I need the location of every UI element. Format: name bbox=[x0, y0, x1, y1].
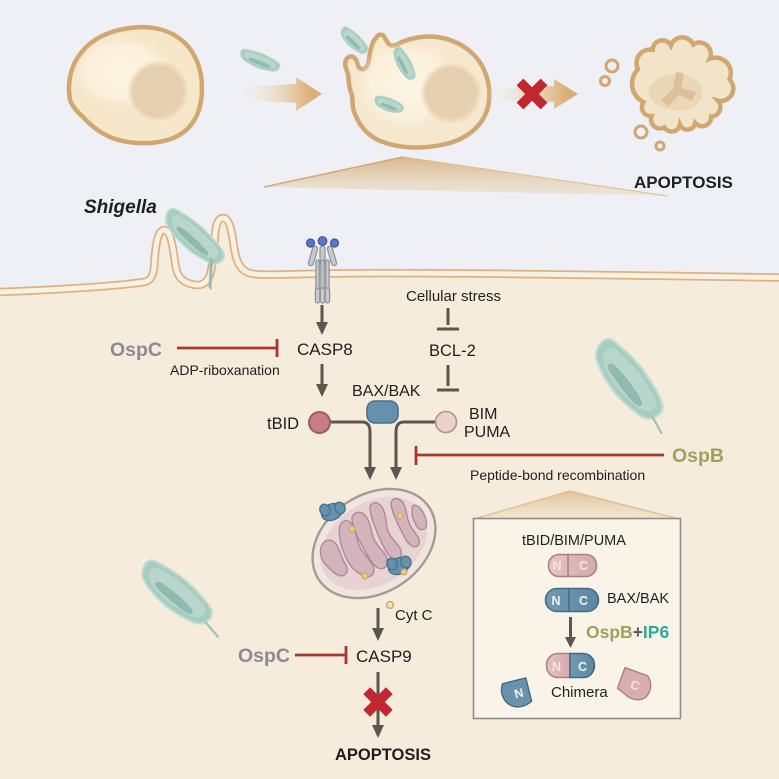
svg-text:C: C bbox=[628, 677, 641, 693]
svg-text:OspB: OspB bbox=[672, 445, 724, 467]
svg-text:N: N bbox=[552, 594, 561, 608]
svg-text:CASP8: CASP8 bbox=[297, 340, 353, 359]
svg-text:PUMA: PUMA bbox=[464, 424, 511, 441]
svg-text:tBID/BIM/PUMA: tBID/BIM/PUMA bbox=[522, 533, 626, 549]
svg-text:Chimera: Chimera bbox=[551, 684, 608, 701]
svg-text:BIM: BIM bbox=[469, 406, 497, 423]
svg-text:Cellular stress: Cellular stress bbox=[406, 288, 501, 305]
svg-text:tBID: tBID bbox=[267, 415, 299, 433]
svg-text:OspB+IP6: OspB+IP6 bbox=[586, 622, 669, 642]
svg-text:N: N bbox=[513, 686, 525, 702]
svg-text:BAX/BAK: BAX/BAK bbox=[607, 591, 669, 607]
svg-text:Shigella: Shigella bbox=[84, 197, 157, 218]
svg-text:N: N bbox=[553, 559, 562, 573]
svg-text:CASP9: CASP9 bbox=[356, 647, 412, 666]
svg-text:C: C bbox=[579, 559, 588, 573]
svg-text:OspC: OspC bbox=[238, 645, 290, 667]
svg-text:N: N bbox=[552, 660, 561, 674]
svg-text:Cyt C: Cyt C bbox=[395, 607, 433, 624]
svg-text:OspC: OspC bbox=[110, 339, 162, 361]
svg-text:C: C bbox=[578, 660, 587, 674]
svg-text:C: C bbox=[579, 594, 588, 608]
svg-text:BCL-2: BCL-2 bbox=[429, 342, 476, 360]
svg-text:ADP-riboxanation: ADP-riboxanation bbox=[170, 362, 280, 378]
svg-text:Peptide-bond recombination: Peptide-bond recombination bbox=[470, 467, 645, 483]
svg-text:APOPTOSIS: APOPTOSIS bbox=[335, 746, 431, 764]
svg-text:APOPTOSIS: APOPTOSIS bbox=[634, 173, 733, 192]
svg-text:BAX/BAK: BAX/BAK bbox=[352, 383, 421, 400]
